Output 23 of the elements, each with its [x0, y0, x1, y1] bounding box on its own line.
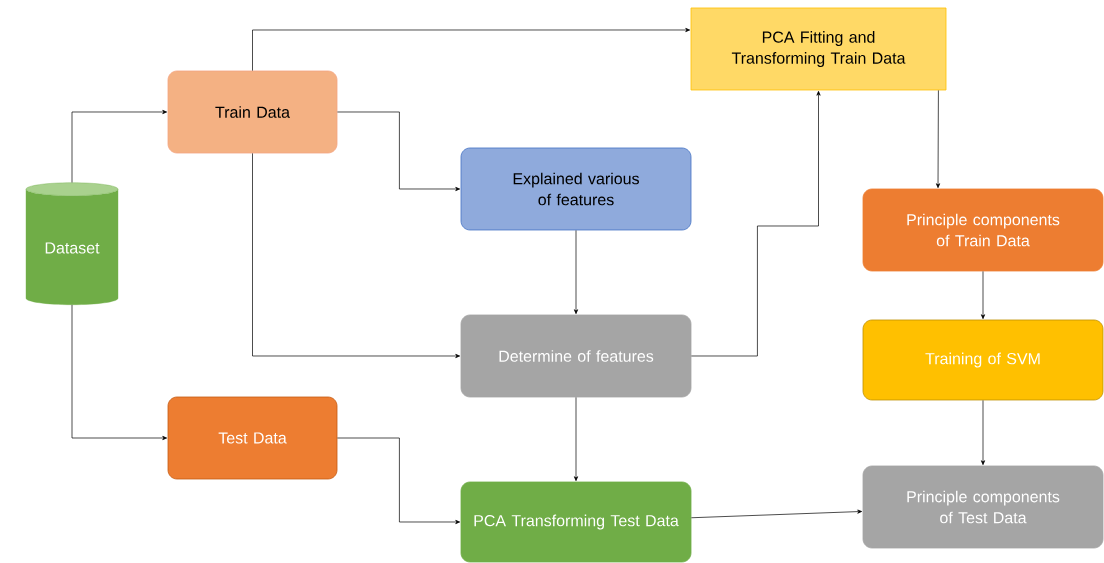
- process-box: Principle components of Test Data: [862, 465, 1104, 549]
- arrow: [980, 271, 986, 320]
- arrow: [691, 90, 821, 357]
- process-box: PCA Transforming Test Data: [460, 481, 692, 563]
- process-box: Principle components of Train Data: [862, 188, 1104, 272]
- process-box: Training of SVM: [862, 319, 1104, 401]
- arrow: [71, 304, 168, 441]
- arrow: [980, 400, 986, 466]
- process-box: Test Data: [167, 396, 338, 480]
- arrow: [936, 90, 941, 189]
- process-box: PCA Fitting and Transforming Train Data: [690, 7, 947, 91]
- arrow: [573, 397, 579, 482]
- arrow: [691, 509, 863, 519]
- arrow: [71, 109, 168, 183]
- arrow: [252, 27, 691, 71]
- process-box: Explained various of features: [460, 147, 692, 231]
- arrow: [573, 230, 579, 315]
- process-box: Determine of features: [460, 314, 692, 398]
- arrow: [337, 437, 461, 525]
- database-cylinder: Dataset: [25, 182, 119, 305]
- arrow: [337, 111, 461, 192]
- arrow: [252, 153, 461, 359]
- process-box: Train Data: [167, 70, 338, 154]
